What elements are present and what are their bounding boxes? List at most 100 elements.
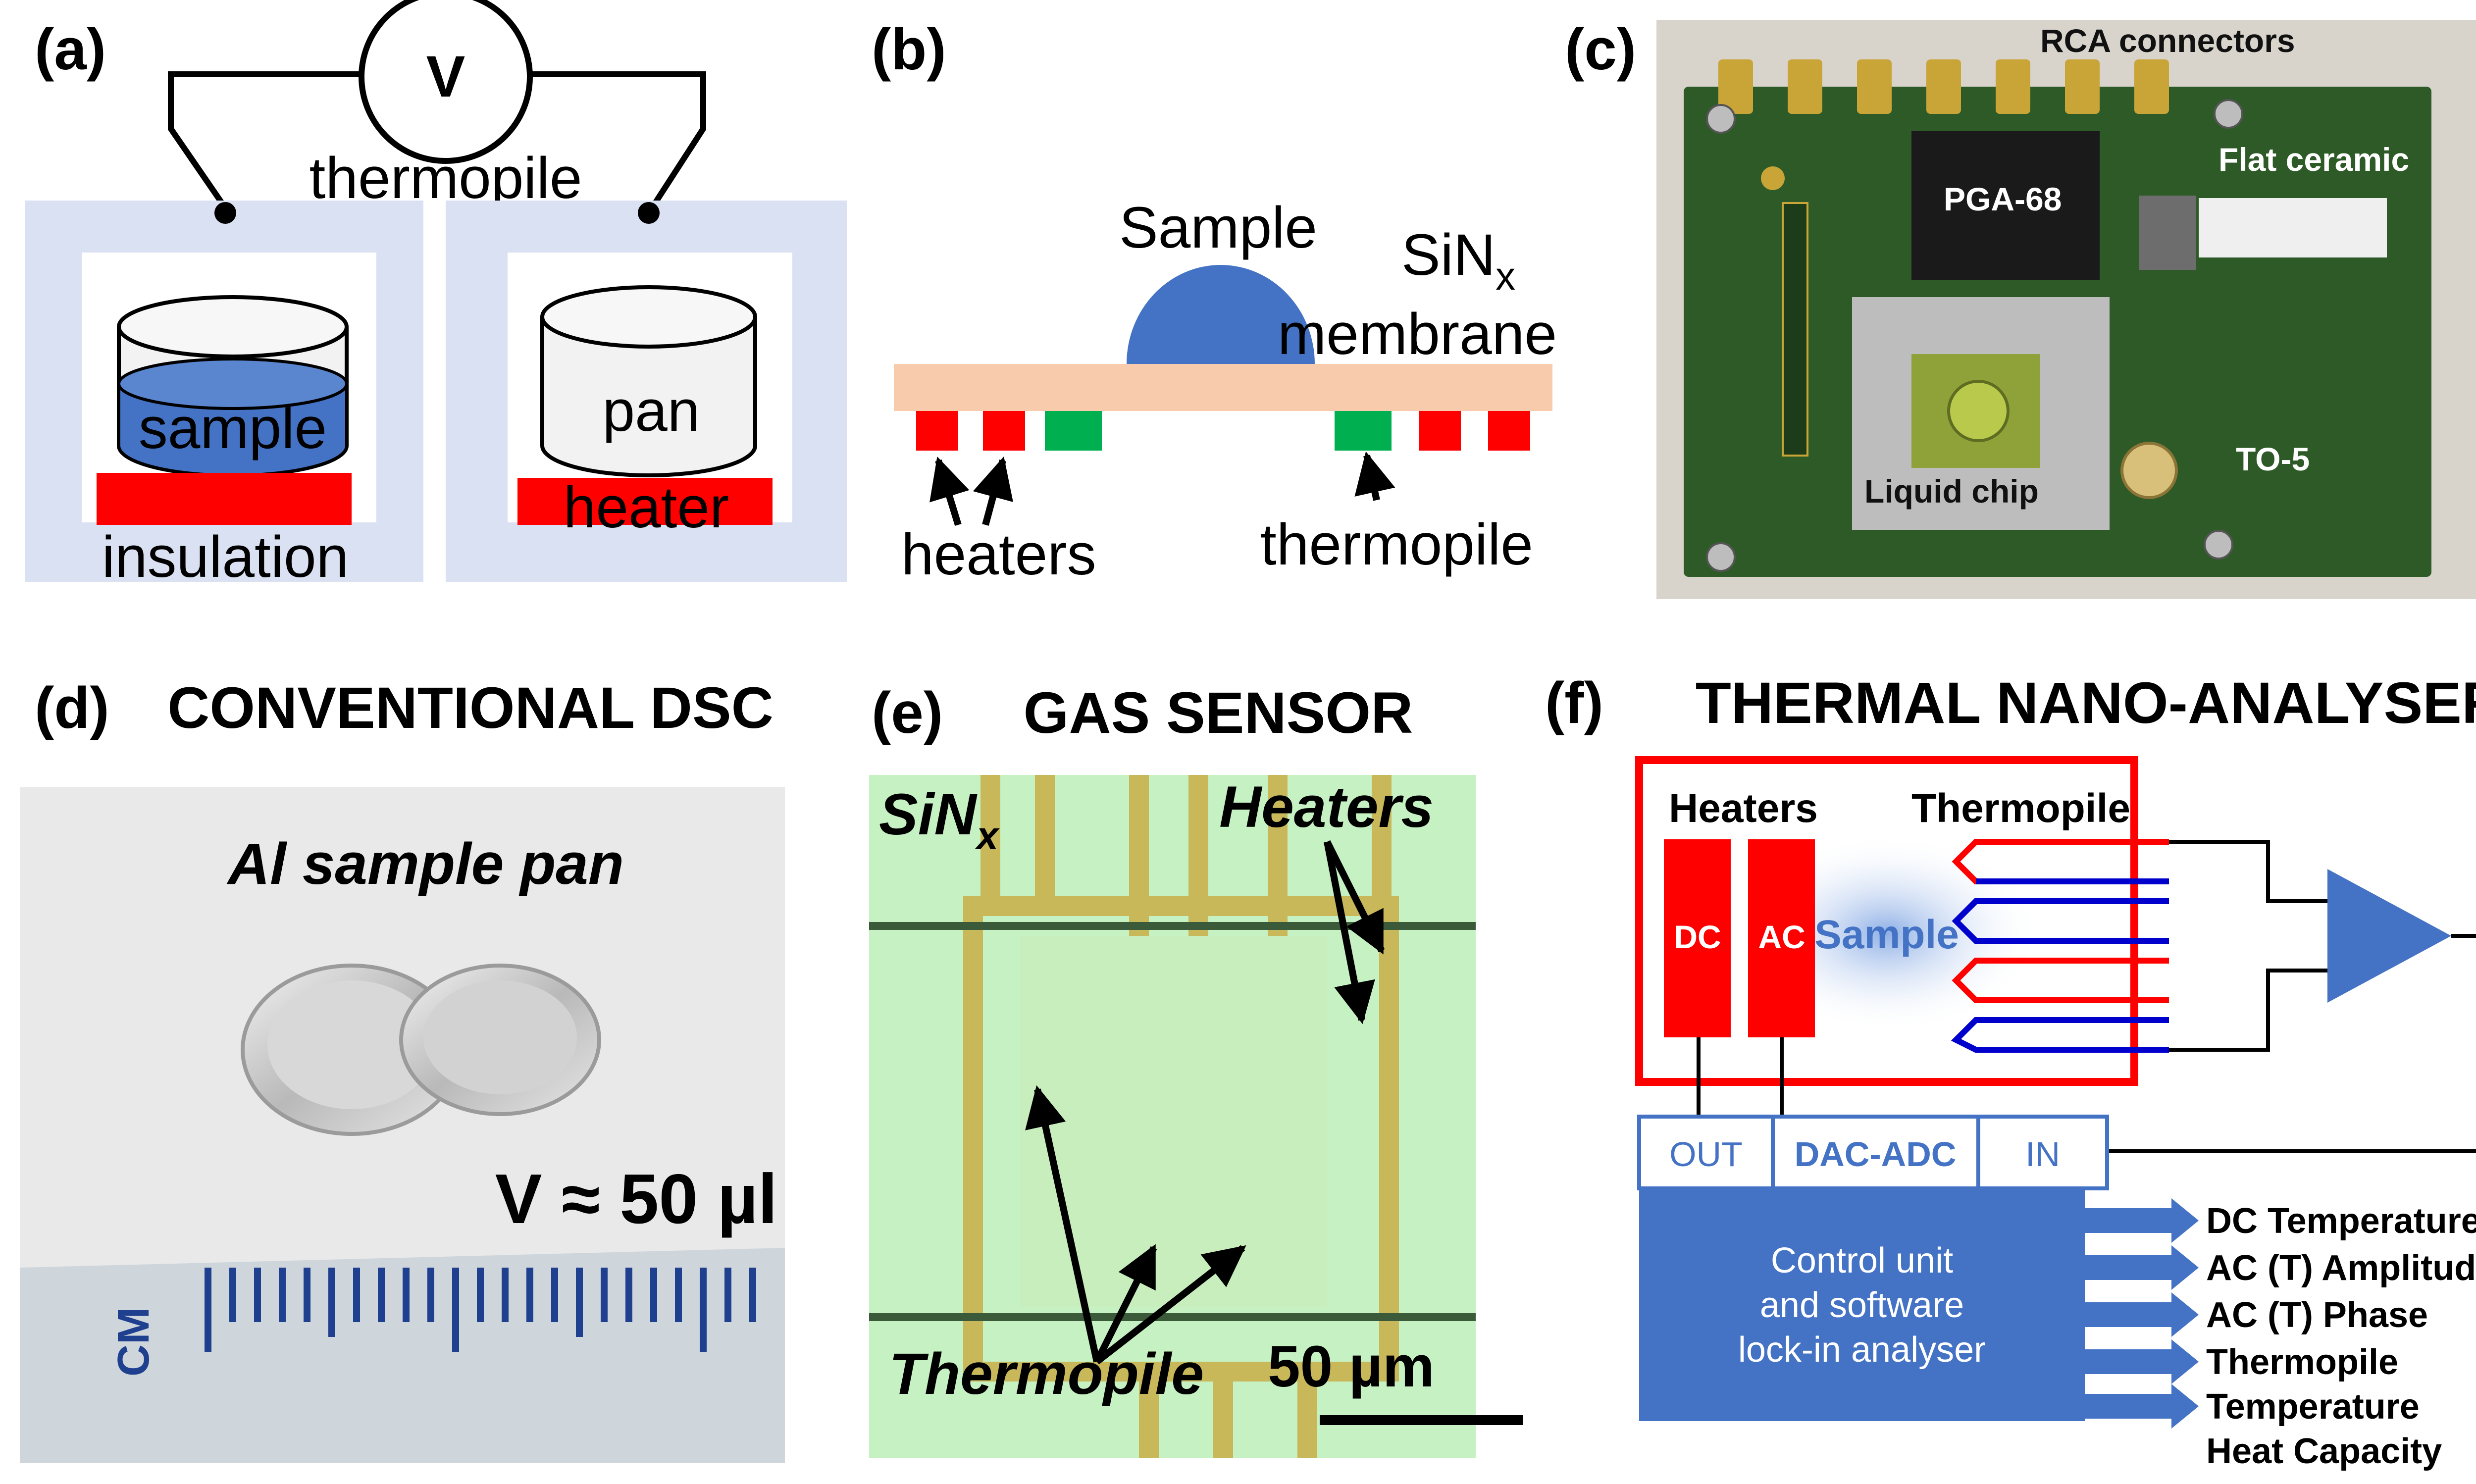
control-line-1: Control unit (1771, 1241, 1953, 1280)
heater-label-a: heater (564, 475, 729, 540)
io-bar (1637, 1115, 2109, 1190)
pan-caption: Al sample pan (226, 831, 624, 897)
panel-b: (b) Sample SiNx membrane heaters thermop… (872, 17, 1557, 587)
panel-b-label: (b) (872, 17, 946, 82)
thermopile-label-a: thermopile (310, 146, 582, 211)
sample-droplet (1127, 265, 1315, 364)
membrane-sin-prefix: SiN (1401, 222, 1496, 288)
pga-socket (1911, 131, 2100, 280)
panel-c: (c) RCA connectors PGA-68 Flat ceramic L… (1565, 17, 2476, 599)
arrow-thermopile-e3 (1094, 1245, 1246, 1365)
arrow-thermopile-b (1354, 451, 1395, 501)
panel-e-title: GAS SENSOR (1024, 680, 1413, 746)
sample-heater-block (97, 473, 352, 525)
sin-label-e: SiNx (879, 782, 1000, 858)
reference-pan (540, 317, 757, 477)
output-2: AC (T) Amplitude (2206, 1248, 2476, 1288)
flat-ceramic-chip (2199, 198, 2387, 257)
output-4: Thermopile (2206, 1342, 2398, 1382)
scale-label: 50 µm (1268, 1334, 1435, 1399)
rca-label: RCA connectors (2040, 22, 2295, 59)
arrow-heater-e1 (1324, 840, 1385, 955)
voltmeter-label: V (426, 44, 465, 109)
sin-label-e-prefix: SiN (879, 782, 978, 847)
out-label: OUT (1669, 1135, 1743, 1174)
sample-label-b: Sample (1119, 195, 1317, 260)
ffc-connector (2139, 196, 2196, 270)
control-line-2: and software (1760, 1285, 1964, 1325)
sin-membrane (894, 364, 1552, 411)
control-unit (1639, 1188, 2085, 1421)
arrow-heater-2 (973, 456, 1013, 526)
pin-header (1782, 202, 1808, 457)
panel-a: (a) V thermopile sample insulation pan h… (25, 0, 847, 590)
sample-label-a: sample (139, 396, 327, 461)
flat-ceramic-label: Flat ceramic (2218, 141, 2409, 178)
thermopile-label-e: Thermopile (889, 1341, 1204, 1407)
ac-label: AC (1758, 919, 1805, 955)
heater-element-4 (1488, 411, 1530, 451)
voltmeter (359, 0, 533, 164)
rca-connectors (1718, 59, 2169, 114)
insulation-label: insulation (102, 524, 349, 590)
thermopile-label-b: thermopile (1260, 512, 1533, 577)
heaters-label-b: heaters (901, 522, 1096, 587)
junction-dot-right (638, 202, 660, 224)
membrane-sin-sub: x (1496, 254, 1515, 298)
heater-element-1 (916, 411, 958, 451)
sin-label-e-sub: x (975, 814, 1000, 858)
panel-e: (e) GAS SENSOR SiNx Heaters Thermopile 5… (869, 680, 1523, 1458)
panel-d-label: (d) (35, 675, 109, 741)
panel-d: (d) CONVENTIONAL DSC Al sample pan V ≈ 5… (20, 675, 785, 1463)
panel-f: (f) THERMAL NANO-ANALYSER Heaters Thermo… (1545, 670, 2476, 1471)
reference-heater-block (517, 478, 773, 525)
panel-f-title: THERMAL NANO-ANALYSER (1696, 670, 2476, 736)
dc-heater (1664, 839, 1731, 1037)
ac-heater (1748, 839, 1815, 1037)
arrow-heater-e2 (1324, 841, 1375, 1024)
control-line-3: lock-in analyser (1738, 1330, 1986, 1370)
ruler-ticks (205, 1268, 756, 1352)
in-label: IN (2025, 1135, 2060, 1174)
membrane-window (1020, 936, 1327, 1307)
arrow-thermopile-e2 (1093, 1244, 1157, 1364)
gold-traces (963, 775, 1399, 1458)
panel-d-title: CONVENTIONAL DSC (167, 675, 774, 741)
arrow-thermopile-e1 (1025, 1085, 1100, 1363)
to5-socket (2120, 442, 2178, 499)
heaters-label-f: Heaters (1669, 786, 1818, 831)
thermopile-lines (1951, 839, 2169, 1053)
liquid-chip-label: Liquid chip (1864, 473, 2039, 510)
panel-a-label: (a) (35, 17, 106, 82)
heater-element-3 (1419, 411, 1461, 451)
output-arrows (2085, 1198, 2199, 1429)
arrow-heater-1 (929, 456, 970, 526)
output-6: Heat Capacity (2206, 1432, 2442, 1471)
thermopile-wire-left (168, 71, 361, 210)
heater-element-2 (983, 411, 1025, 451)
pga-label: PGA-68 (1944, 181, 2062, 217)
dc-label: DC (1674, 919, 1721, 955)
volume-label: V ≈ 50 µl (495, 1160, 777, 1238)
heaters-label-e: Heaters (1219, 774, 1434, 840)
svg-text:CM: CM (109, 1307, 158, 1377)
panel-e-label: (e) (872, 680, 943, 746)
output-3: AC (T) Phase (2206, 1295, 2428, 1335)
thermopile-element-1 (1045, 411, 1102, 451)
dac-adc-label: DAC-ADC (1795, 1135, 1957, 1174)
thermopile-label-f: Thermopile (1911, 786, 2130, 831)
output-1: DC Temperature (2206, 1201, 2476, 1241)
thermopile-element-2 (1335, 411, 1392, 451)
panel-f-label: (f) (1545, 670, 1603, 736)
sample-label-f: Sample (1814, 912, 1959, 957)
membrane-word: membrane (1278, 302, 1557, 367)
output-5: Temperature (2206, 1387, 2420, 1427)
membrane-sin: SiNx (1401, 222, 1515, 298)
thermopile-wire-right (530, 71, 706, 215)
pan-label: pan (603, 378, 700, 444)
amplifier-wiring (1697, 840, 2476, 1153)
chip-boundary (1635, 756, 2138, 1086)
to5-label: TO-5 (2236, 441, 2310, 477)
amplifier-triangle (2327, 869, 2451, 1003)
